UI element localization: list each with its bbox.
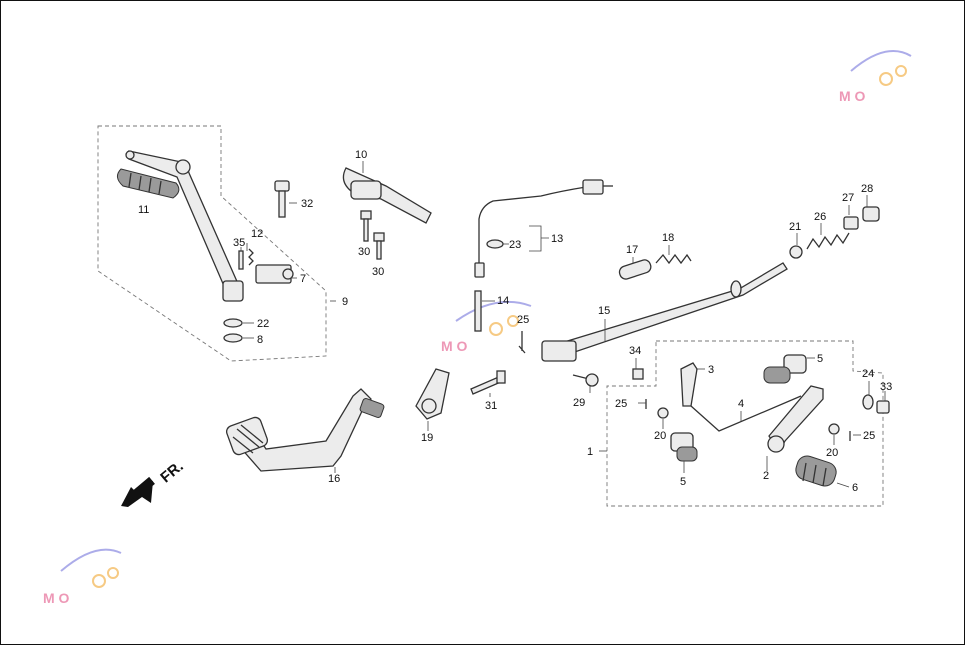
clip-8 [223, 333, 243, 343]
watermark-logo-top-right: M O [839, 50, 912, 104]
bolt-32 [274, 180, 290, 218]
callout-12: 12 [251, 228, 263, 240]
front-label: FR. [157, 458, 186, 487]
footpeg-5-bottom [670, 432, 698, 462]
kick-bracket [255, 264, 294, 284]
brake-arm-19 [415, 368, 450, 420]
callout-11: 11 [138, 204, 149, 216]
callout-23: 23 [509, 239, 521, 251]
washers-20 [657, 407, 840, 435]
callout-6: 6 [852, 482, 858, 494]
callout-16: 16 [328, 473, 340, 485]
callout-30b: 30 [372, 266, 384, 278]
callout-35: 35 [233, 237, 245, 249]
shift-lever-3 [680, 362, 698, 407]
cotter-pins-25 [645, 399, 851, 441]
callout-24: 24 [862, 368, 874, 380]
spring-12 [248, 248, 254, 266]
callout-8: 8 [257, 334, 263, 346]
rod-4 [690, 395, 802, 432]
washer-24 [862, 394, 874, 410]
callout-2: 2 [763, 470, 769, 482]
pedal-rubber-6 [795, 455, 837, 487]
callout-21: 21 [789, 221, 801, 233]
callout-5a: 5 [817, 353, 823, 365]
callout-20a: 20 [654, 430, 666, 442]
svg-text:M O: M O [839, 88, 866, 104]
spring-pin-35 [238, 250, 244, 270]
kick-starter-rubber [117, 168, 180, 199]
collar-21 [789, 245, 803, 259]
callout-19: 19 [421, 432, 433, 444]
shift-arm [342, 167, 432, 224]
group-box-kickstarter [97, 125, 327, 362]
pin-29 [572, 373, 599, 387]
bolt-31 [470, 370, 506, 395]
callout-7: 7 [300, 273, 306, 285]
clamp-23 [486, 239, 504, 249]
bolts-30 [360, 210, 385, 260]
watermark-logo-middle: M O [441, 300, 532, 354]
leader-lines [240, 161, 886, 488]
rod-14 [474, 290, 482, 332]
brake-pedal [225, 388, 385, 472]
sensor-cable [474, 179, 613, 278]
nut-28 [862, 206, 880, 222]
front-direction-arrow [121, 476, 155, 507]
callout-9: 9 [342, 296, 348, 308]
svg-text:M O: M O [441, 338, 468, 354]
callout-15: 15 [598, 305, 610, 317]
callout-25b: 25 [615, 398, 627, 410]
callout-30a: 30 [358, 246, 370, 258]
kick-starter-arm [125, 150, 244, 302]
collar-27 [843, 216, 859, 230]
callout-5b: 5 [680, 476, 686, 488]
callout-33: 33 [880, 381, 892, 393]
shift-pedal-2 [767, 385, 824, 453]
spring-26 [806, 232, 850, 250]
spring-18 [655, 253, 692, 265]
callout-25a: 25 [517, 314, 529, 326]
callout-28: 28 [861, 183, 873, 195]
callout-14: 14 [497, 295, 509, 307]
shift-rod [541, 262, 788, 362]
callout-27: 27 [842, 192, 854, 204]
callout-32: 32 [301, 198, 313, 210]
callout-26: 26 [814, 211, 826, 223]
callout-22: 22 [257, 318, 269, 330]
callout-13: 13 [551, 233, 563, 245]
callout-20b: 20 [826, 447, 838, 459]
bolt-33 [876, 400, 890, 414]
footpeg-5-top [763, 354, 807, 384]
callout-29: 29 [573, 397, 585, 409]
callout-3: 3 [708, 364, 714, 376]
group-box-footrest [606, 340, 884, 507]
pin-17 [618, 259, 652, 280]
callout-18: 18 [662, 232, 674, 244]
watermark-logo-bottom-left: M O [43, 548, 122, 606]
callout-17: 17 [626, 244, 638, 256]
cotter-pin-25-top [518, 331, 526, 354]
svg-text:M O: M O [43, 590, 70, 606]
callout-4: 4 [738, 398, 744, 410]
callout-25c: 25 [863, 430, 875, 442]
bolt-34 [632, 368, 644, 380]
callout-1: 1 [587, 446, 593, 458]
callout-34: 34 [629, 345, 641, 357]
callout-31: 31 [485, 400, 497, 412]
callout-10: 10 [355, 149, 367, 161]
washer-22 [223, 318, 243, 328]
